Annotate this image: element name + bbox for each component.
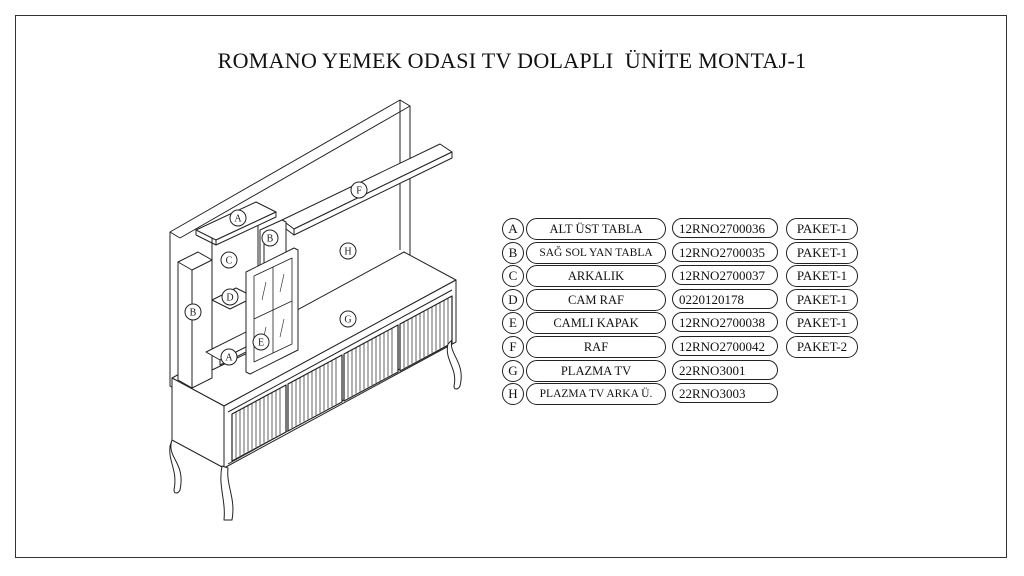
callout-circle [252, 333, 270, 351]
part-letter: F [502, 336, 524, 358]
part-package: PAKET-1 [786, 218, 858, 240]
callout-letter: A [234, 214, 242, 225]
callout-circle [261, 229, 279, 247]
drawing-frame [15, 15, 1007, 558]
part-name: PLAZMA TV [526, 359, 666, 382]
callout-circle [221, 288, 239, 306]
callout-letter: B [267, 234, 274, 245]
part-name: SAĞ SOL YAN TABLA [526, 241, 666, 264]
callout-letter: F [356, 186, 362, 197]
part-package: PAKET-1 [786, 241, 858, 264]
part-name: PLAZMA TV ARKA Ü. [526, 383, 666, 406]
callout-circle [229, 209, 247, 227]
callout-letter: D [226, 293, 233, 304]
fluted-doors [231, 295, 453, 462]
part-letter: E [502, 312, 524, 335]
part-name: RAF [526, 336, 666, 358]
part-letter: G [502, 359, 524, 382]
part-code: 12RNO2700035 [672, 241, 778, 262]
callout-labels: A B C D E A B F H G [184, 181, 368, 366]
callout-letter: A [225, 353, 233, 364]
part-package: PAKET-2 [786, 336, 858, 358]
callout-circle [339, 242, 357, 260]
legs [169, 339, 462, 521]
part-code: 22RNO3001 [672, 359, 778, 380]
part-name: ARKALIK [526, 265, 666, 288]
callout-circle [220, 348, 238, 366]
callout-letter: E [258, 338, 264, 349]
part-code: 0220120178 [672, 288, 778, 309]
part-letter: D [502, 288, 524, 311]
callout-circle [350, 181, 368, 199]
page-title: ROMANO YEMEK ODASI TV DOLAPLI ÜNİTE MONT… [217, 48, 807, 73]
part-letter: B [502, 241, 524, 264]
part-name: CAM RAF [526, 288, 666, 311]
callout-circle [339, 310, 357, 328]
part-package: PAKET-1 [786, 312, 858, 335]
callout-circle [220, 251, 238, 269]
part-letter: C [502, 265, 524, 288]
part-code: 12RNO2700037 [672, 265, 778, 286]
callout-letter: C [226, 256, 233, 267]
shelf [281, 143, 453, 236]
part-name: CAMLI KAPAK [526, 312, 666, 335]
part-letter: H [502, 383, 524, 406]
callout-circle [184, 303, 202, 321]
part-code: 12RNO2700036 [672, 218, 778, 238]
callout-letter: H [344, 247, 351, 258]
part-package: PAKET-1 [786, 265, 858, 288]
part-code: 22RNO3003 [672, 383, 778, 404]
part-code: 12RNO2700042 [672, 336, 778, 356]
part-name: ALT ÜST TABLA [526, 218, 666, 240]
part-code: 12RNO2700038 [672, 312, 778, 333]
part-package: PAKET-1 [786, 288, 858, 311]
part-letter: A [502, 218, 524, 240]
callout-letter: G [344, 315, 351, 326]
callout-letter: B [190, 308, 197, 319]
